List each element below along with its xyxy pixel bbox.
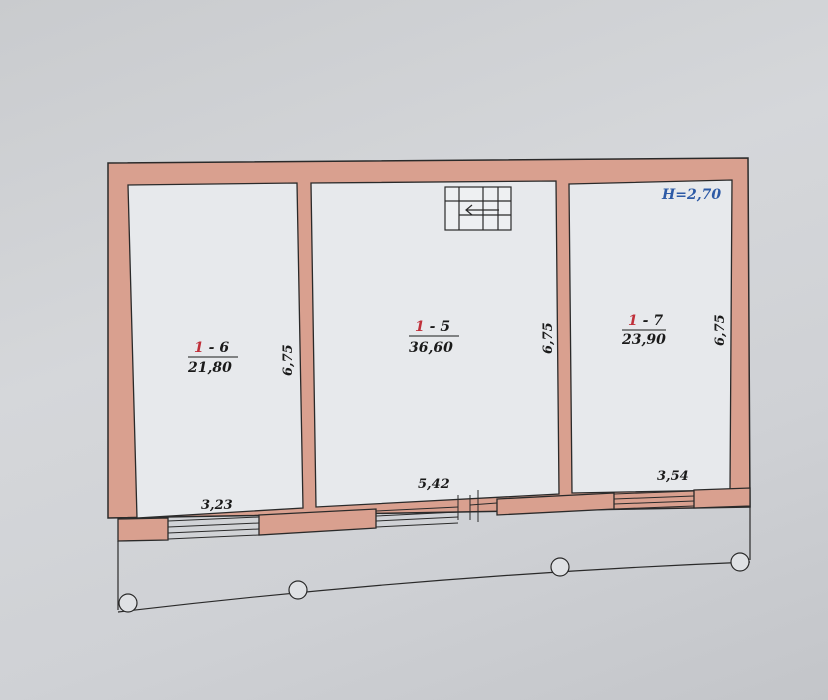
room-number: 7 — [653, 313, 663, 329]
window-room-1-5 — [375, 506, 459, 528]
room-area-1-7: 23,90 — [621, 332, 666, 348]
window-room-1-7 — [613, 490, 695, 510]
window-room-1-6 — [167, 516, 260, 540]
site-boundary — [117, 506, 751, 613]
window-width-1-6: 3,23 — [201, 498, 233, 513]
room-sep: - — [204, 340, 220, 356]
grid-marker — [288, 580, 308, 600]
room-1-6-floor — [127, 182, 304, 519]
staircase-icon — [444, 186, 512, 231]
room-sep: - — [425, 319, 441, 335]
room-depth-1-5: 6,75 — [541, 322, 556, 354]
room-area-1-6: 21,80 — [187, 360, 232, 376]
window-width-1-7: 3,54 — [657, 469, 689, 484]
room-depth-1-6: 6,75 — [281, 344, 296, 376]
bottom-wall-mid-left — [258, 508, 377, 536]
bottom-wall-left — [117, 517, 169, 542]
grid-marker — [118, 593, 138, 613]
room-label-1-7: 1 - 7 — [628, 313, 663, 329]
room-1-5-floor — [310, 180, 560, 508]
bottom-wall-right — [693, 487, 751, 509]
room-sep: - — [638, 313, 654, 329]
height-label: H=2,70 — [661, 187, 721, 203]
room-number: 6 — [219, 340, 229, 356]
room-label-1-6: 1 - 6 — [194, 340, 229, 356]
grid-marker — [730, 552, 750, 572]
window-width-1-5: 5,42 — [418, 477, 450, 492]
room-floor: 1 — [194, 340, 204, 356]
room-floor: 1 — [415, 319, 425, 335]
door-room-1-5 — [457, 490, 498, 522]
room-floor: 1 — [628, 313, 638, 329]
grid-markers — [118, 552, 750, 613]
room-number: 5 — [440, 319, 450, 335]
room-depth-1-7: 6,75 — [713, 314, 728, 346]
grid-marker — [550, 557, 570, 577]
room-area-1-5: 36,60 — [409, 340, 453, 356]
room-label-1-5: 1 - 5 — [415, 319, 450, 335]
